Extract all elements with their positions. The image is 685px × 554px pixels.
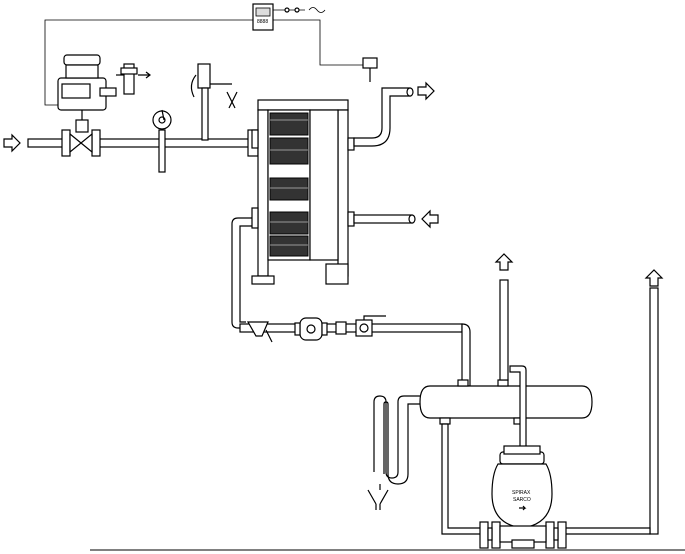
ball-valve[interactable] bbox=[355, 315, 386, 337]
motive-exhaust-pipe bbox=[644, 269, 664, 535]
check-valve[interactable] bbox=[335, 321, 347, 335]
condensate-line bbox=[231, 217, 471, 387]
power-supply-icon bbox=[308, 7, 326, 13]
control-signal-wiring bbox=[44, 7, 365, 106]
pump-brand-line1: SPIRAX bbox=[512, 490, 531, 496]
controller[interactable]: 8888 bbox=[252, 3, 274, 31]
float-trap[interactable] bbox=[294, 317, 328, 341]
steam-inlet-line bbox=[3, 129, 259, 157]
actuator-diaphragm bbox=[63, 54, 101, 66]
receiver-tank[interactable] bbox=[419, 379, 593, 425]
exhaust-arrow bbox=[644, 269, 664, 287]
positioner-body bbox=[61, 83, 91, 99]
hot-water-outlet bbox=[353, 81, 435, 147]
cold-water-inlet bbox=[353, 209, 439, 229]
temperature-sensor[interactable] bbox=[362, 57, 378, 82]
pressure-powered-pump[interactable]: SPIRAX SARCO bbox=[479, 445, 567, 549]
cold-water-arrow bbox=[421, 209, 439, 229]
inlet-flow-arrow bbox=[3, 133, 21, 153]
pump-brand-line2: SARCO bbox=[513, 497, 531, 503]
cable-connector bbox=[294, 7, 300, 13]
overflow-seal-loop bbox=[367, 395, 420, 510]
control-valve[interactable] bbox=[57, 54, 117, 157]
controller-display-text: 8888 bbox=[257, 19, 268, 25]
outlet-flow-arrow bbox=[417, 81, 435, 101]
vent-arrow bbox=[494, 253, 514, 271]
vent-pipe bbox=[494, 253, 527, 451]
strainer[interactable] bbox=[246, 321, 273, 343]
plate-heat-exchanger[interactable] bbox=[251, 99, 355, 285]
pressure-gauge[interactable] bbox=[152, 109, 172, 173]
controller-display bbox=[255, 7, 271, 17]
vacuum-breaker[interactable] bbox=[190, 63, 238, 141]
filter-regulator[interactable] bbox=[116, 63, 151, 95]
cable-connector bbox=[284, 7, 290, 13]
